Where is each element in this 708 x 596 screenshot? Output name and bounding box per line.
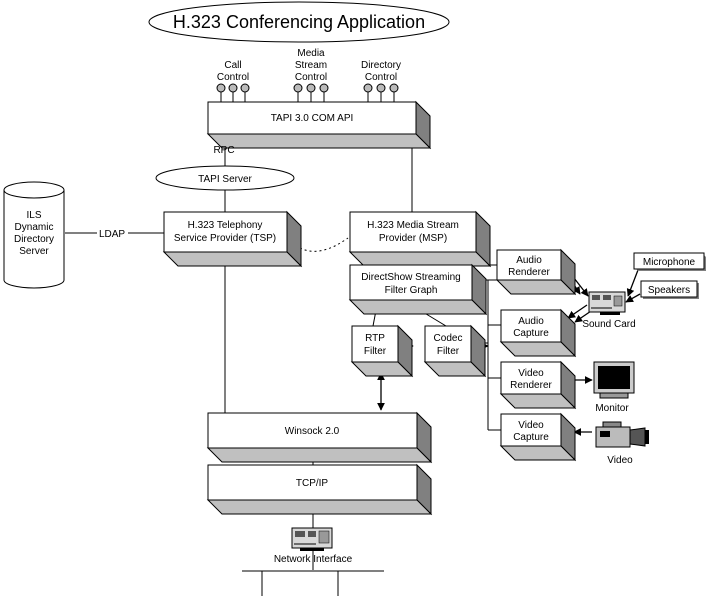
audio-renderer-label-1: Audio [516, 255, 542, 266]
winsock-box: Winsock 2.0 [206, 411, 433, 464]
codec-label-1: Codec [434, 333, 463, 344]
rtp-label-2: Filter [364, 346, 387, 357]
media-control-label-3: Control [295, 72, 327, 83]
directory-control: Directory Control [361, 60, 401, 93]
audio-capture-label-2: Capture [513, 328, 549, 339]
ils-directory-server: ILS Dynamic Directory Server [3, 181, 65, 289]
media-stream-control: Media Stream Control [293, 48, 329, 93]
video-renderer-box: Video Renderer [499, 360, 577, 410]
ils-label-1: ILS [26, 210, 41, 221]
audio-renderer-box: Audio Renderer [495, 248, 577, 296]
media-control-label-1: Media [297, 48, 325, 59]
sound-card-icon [588, 291, 626, 315]
winsock-label: Winsock 2.0 [285, 426, 340, 437]
rtp-filter-box: RTP Filter [350, 324, 414, 378]
tsp-label-2: Service Provider (TSP) [174, 233, 276, 244]
codec-filter-box: Codec Filter [423, 324, 487, 378]
directshow-filter-graph-box: DirectShow Streaming Filter Graph [348, 263, 488, 316]
tsp-msp-link [299, 237, 349, 252]
video-capture-label-2: Capture [513, 432, 549, 443]
call-control-label-1: Call [224, 60, 241, 71]
tapi-com-api-box: TAPI 3.0 COM API [206, 100, 432, 150]
video-label: Video [607, 455, 633, 466]
directory-control-label-2: Control [365, 72, 397, 83]
codec-label-2: Filter [437, 346, 460, 357]
directshow-label-1: DirectShow Streaming [361, 272, 460, 283]
network-interface-icon [291, 527, 333, 551]
msp-label-2: Provider (MSP) [379, 233, 447, 244]
speakers-callout: Speakers [640, 280, 699, 299]
ils-label-4: Server [19, 246, 49, 257]
ils-label-2: Dynamic [15, 222, 54, 233]
network-interface-label: Network Interface [274, 554, 353, 565]
ldap-label: LDAP [99, 229, 125, 240]
microphone-callout: Microphone [633, 252, 706, 271]
audio-capture-box: Audio Capture [499, 308, 577, 358]
media-control-label-2: Stream [295, 60, 327, 71]
video-renderer-label-2: Renderer [510, 380, 552, 391]
application-title: H.323 Conferencing Application [148, 1, 450, 43]
directshow-label-2: Filter Graph [385, 285, 438, 296]
microphone-label: Microphone [643, 257, 696, 268]
monitor-label: Monitor [595, 403, 629, 414]
rpc-label: RPC [213, 145, 234, 156]
monitor-icon [593, 361, 635, 399]
video-capture-box: Video Capture [499, 412, 577, 462]
msp-box: H.323 Media Stream Provider (MSP) [348, 210, 492, 268]
directory-control-label-1: Directory [361, 60, 401, 71]
call-control-label-2: Control [217, 72, 249, 83]
audio-capture-label-1: Audio [518, 316, 544, 327]
ils-label-3: Directory [14, 234, 54, 245]
tcpip-box: TCP/IP [206, 463, 433, 516]
video-capture-label-1: Video [518, 420, 544, 431]
title-text: H.323 Conferencing Application [173, 12, 425, 32]
tapi-api-label: TAPI 3.0 COM API [271, 113, 354, 124]
rtp-label-1: RTP [365, 333, 385, 344]
speakers-label: Speakers [648, 285, 690, 296]
audio-renderer-label-2: Renderer [508, 267, 550, 278]
video-camera-icon [595, 421, 649, 448]
msp-label-1: H.323 Media Stream [367, 220, 459, 231]
call-control: Call Control [216, 60, 250, 93]
tapi-server-label: TAPI Server [198, 174, 252, 185]
tapi-server: TAPI Server [155, 165, 295, 191]
tcpip-label: TCP/IP [296, 478, 329, 489]
tsp-box: H.323 Telephony Service Provider (TSP) [162, 210, 303, 268]
tsp-label-1: H.323 Telephony [188, 220, 263, 231]
sound-card-label: Sound Card [582, 319, 635, 330]
video-renderer-label-1: Video [518, 368, 544, 379]
